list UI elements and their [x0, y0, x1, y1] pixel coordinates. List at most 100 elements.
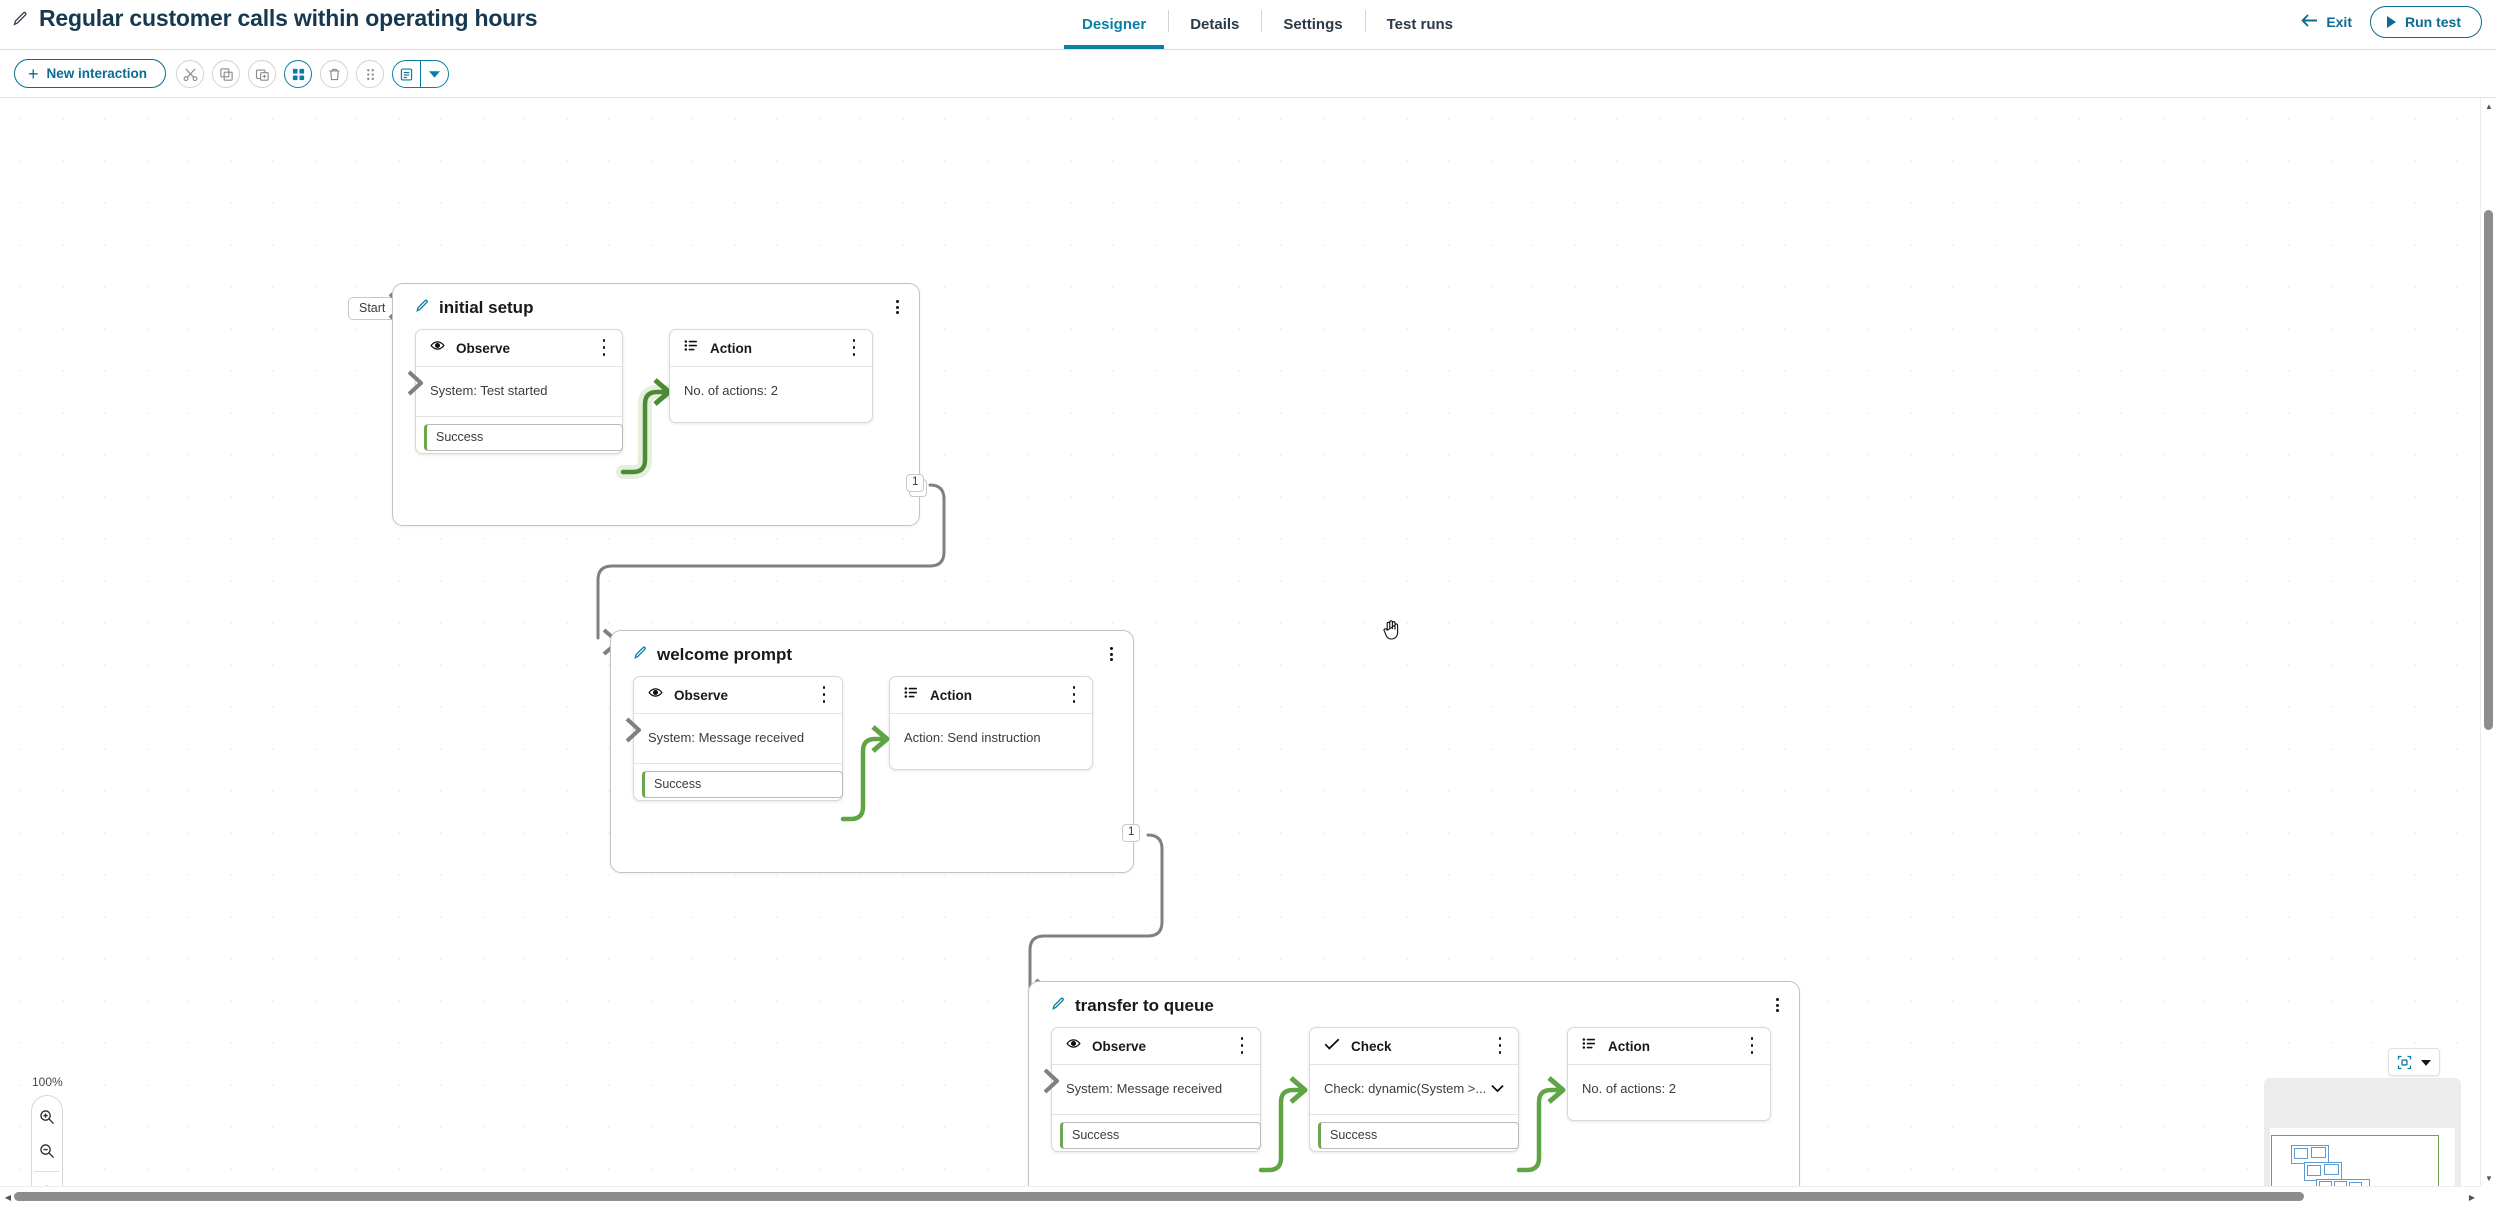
step-card-observe[interactable]: Observe System: Message received Success [625, 676, 843, 801]
card-title: Observe [1092, 1038, 1147, 1054]
result-badge-success[interactable]: Success [642, 771, 843, 798]
check-expression: Check: dynamic(System >... [1324, 1081, 1487, 1096]
minimap-node [2294, 1148, 2308, 1159]
step-card-check[interactable]: Check Check: dynamic(System >... Success [1309, 1027, 1519, 1152]
tab-details[interactable]: Details [1168, 0, 1261, 49]
grid-layout-icon[interactable] [284, 60, 312, 88]
edge-count-badge-welcome: 1 [1122, 824, 1141, 843]
trash-icon[interactable] [320, 60, 348, 88]
note-icon[interactable] [393, 61, 420, 87]
scroll-down-arrow[interactable]: ▼ [2485, 1173, 2493, 1183]
kebab-menu-icon[interactable] [847, 339, 861, 356]
tab-test-runs[interactable]: Test runs [1364, 0, 1475, 49]
horizontal-scrollbar[interactable]: ◀ ▶ [0, 1186, 2480, 1208]
edge-count-badge-initial: 1 [906, 474, 925, 493]
fit-to-screen-icon[interactable] [2394, 1052, 2414, 1072]
kebab-menu-icon[interactable] [1769, 996, 1785, 1014]
chevron-down-icon[interactable] [1491, 1081, 1504, 1096]
step-card-observe[interactable]: Observe System: Message received Success [1043, 1027, 1261, 1152]
zoom-out-icon[interactable] [31, 1134, 63, 1168]
caret-down-icon[interactable] [421, 61, 448, 87]
cut-icon[interactable] [176, 60, 204, 88]
eye-icon [648, 685, 663, 705]
eye-icon [1066, 1036, 1081, 1056]
play-icon [2387, 16, 2396, 28]
inner-connector-layer [1258, 1076, 1566, 1173]
new-interaction-label: New interaction [46, 66, 148, 81]
scroll-up-arrow[interactable]: ▲ [2485, 101, 2493, 111]
caret-down-icon[interactable] [2418, 1052, 2434, 1072]
card-header: Observe [416, 330, 622, 367]
inner-connector-layer [840, 725, 890, 822]
pencil-icon[interactable] [415, 298, 430, 318]
pencil-icon[interactable] [1051, 996, 1066, 1016]
kebab-menu-icon[interactable] [889, 298, 905, 316]
kebab-menu-icon[interactable] [1235, 1037, 1249, 1054]
kebab-menu-icon[interactable] [1067, 686, 1081, 703]
minimap-node [2311, 1147, 2326, 1158]
vertical-scroll-thumb[interactable] [2484, 210, 2493, 730]
list-icon [1582, 1036, 1597, 1056]
scrollbar-corner [2480, 1186, 2496, 1208]
card-header: Observe [634, 677, 842, 714]
tab-settings-label: Settings [1283, 16, 1343, 33]
vertical-scrollbar[interactable]: ▲ ▼ [2480, 98, 2496, 1186]
zoom-in-icon[interactable] [31, 1100, 63, 1134]
exit-button[interactable]: Exit [2297, 8, 2356, 36]
result-badge-success[interactable]: Success [1060, 1122, 1261, 1149]
card-header: Action [670, 330, 872, 367]
step-card-action[interactable]: Action Action: Send instruction [889, 676, 1093, 770]
card-title: Check [1351, 1038, 1392, 1054]
interaction-group-welcome-prompt[interactable]: welcome prompt Observe System: Message r… [610, 630, 1142, 1177]
kebab-menu-icon[interactable] [1745, 1037, 1759, 1054]
card-title: Action [930, 687, 972, 703]
minimap-node [2334, 1181, 2347, 1186]
plus-icon: + [28, 63, 39, 84]
horizontal-scroll-thumb[interactable] [14, 1192, 2304, 1201]
result-badge-success[interactable]: Success [1318, 1122, 1519, 1149]
start-label: Start [359, 301, 386, 315]
group-header: transfer to queue [1029, 982, 1799, 1016]
card-result-row: Success [634, 763, 843, 807]
interaction-group-initial-setup[interactable]: initial setup Observe System: Test st [392, 283, 928, 526]
top-bar: Regular customer calls within operating … [0, 0, 2496, 50]
check-icon [1324, 1037, 1340, 1056]
result-badge-success[interactable]: Success [424, 424, 623, 451]
card-body: System: Test started [430, 383, 548, 398]
group-title: initial setup [439, 298, 534, 317]
step-card-action[interactable]: Action No. of actions: 2 [669, 329, 873, 423]
kebab-menu-icon[interactable] [817, 686, 831, 703]
card-title: Action [1608, 1038, 1650, 1054]
minimap-content [2270, 1128, 2455, 1186]
drag-handle-icon[interactable] [356, 60, 384, 88]
minimap-viewport[interactable] [2271, 1135, 2439, 1186]
card-header: Observe [1052, 1028, 1260, 1065]
paste-icon[interactable] [248, 60, 276, 88]
pencil-icon[interactable] [633, 645, 648, 665]
copy-icon[interactable] [212, 60, 240, 88]
notes-button-group[interactable] [392, 60, 449, 88]
step-card-action[interactable]: Action No. of actions: 2 [1567, 1027, 1771, 1121]
scroll-right-arrow[interactable]: ▶ [2468, 1192, 2476, 1202]
arrow-up-icon[interactable]: ↑ [31, 1175, 63, 1186]
pencil-icon[interactable] [12, 10, 29, 27]
card-result-row: Success [1052, 1114, 1261, 1158]
kebab-menu-icon[interactable] [1493, 1037, 1507, 1054]
step-card-observe[interactable]: Observe System: Test started Success [407, 329, 623, 454]
minimap-node [2349, 1182, 2362, 1186]
tab-settings[interactable]: Settings [1261, 0, 1364, 49]
scroll-left-arrow[interactable]: ◀ [4, 1192, 12, 1202]
page-title: Regular customer calls within operating … [39, 5, 538, 31]
group-header: initial setup [393, 284, 919, 318]
group-title: welcome prompt [657, 645, 793, 664]
new-interaction-button[interactable]: + New interaction [14, 59, 167, 88]
grab-hand-cursor [1383, 620, 1399, 640]
tab-designer[interactable]: Designer [1060, 0, 1168, 49]
interaction-group-transfer-to-queue[interactable]: transfer to queue Observe System: Messag [1028, 981, 1800, 1186]
kebab-menu-icon[interactable] [597, 339, 611, 356]
minimap[interactable] [2264, 1078, 2461, 1186]
group-title: transfer to queue [1075, 996, 1214, 1015]
flow-canvas[interactable]: Start initial setup [0, 98, 2480, 1186]
kebab-menu-icon[interactable] [1103, 645, 1119, 663]
run-test-button[interactable]: Run test [2370, 6, 2482, 38]
